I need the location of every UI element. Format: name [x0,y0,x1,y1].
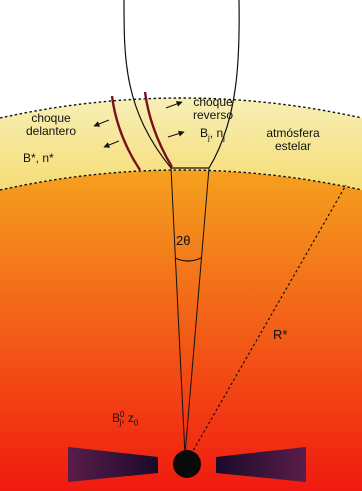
forward-shock-label: choque delantero [16,112,86,138]
stellar-interior [0,170,362,491]
jet-field-B-sub: j [208,133,210,143]
reverse-shock-label-line2: reverso [192,108,233,122]
jet-base-label: B0j, z0 [112,410,139,428]
reverse-shock-label: choque reverso [186,96,240,122]
forward-shock-label-line1: choque [31,111,71,125]
reverse-shock-curve [143,91,174,168]
reverse-shock-arrow-upper [165,101,183,109]
opening-angle-label: 2θ [176,233,191,248]
jet-cone-left [170,167,186,456]
atmosphere-outer-boundary [0,97,362,119]
reverse-shock-label-line1: choque [193,95,233,109]
stellar-radius-label: R* [273,327,288,342]
stellar-atmosphere-label: atmósfera estelar [253,127,333,153]
stellar-radius-line [185,184,347,464]
forward-shock-curve [110,95,142,171]
black-hole [173,450,201,478]
stellar-atmosphere-label-line1: atmósfera [266,126,320,140]
jet-field-label: Bj, nj [200,126,225,143]
forward-shock-label-line2: delantero [25,124,77,138]
photosphere-boundary [0,169,362,191]
jet-field-n: , n [209,126,224,140]
jet-base-B-sup: 0 [120,410,125,419]
jet-base-B-sub: j [119,418,122,428]
stellar-atmosphere-label-line2: estelar [274,139,312,153]
jet-base-z-sub: 0 [133,418,139,428]
ambient-field-label: B*, n* [23,151,54,165]
jet-field-B: B [200,126,209,140]
jet-base-B: B [112,411,121,425]
reverse-shock-arrow-lower [167,130,185,138]
jet-field-n-sub: j [223,133,225,143]
forward-shock-arrow-lower [103,140,120,148]
opening-angle-arc [174,257,202,262]
stellar-atmosphere [0,98,362,190]
jet-base-z: , z [121,411,134,425]
accretion-disk-left [68,447,158,482]
accretion-disk-right [216,447,306,482]
jet-head-outline [123,0,240,169]
forward-shock-arrow-upper [93,119,110,127]
jet-cone-right [184,167,210,456]
